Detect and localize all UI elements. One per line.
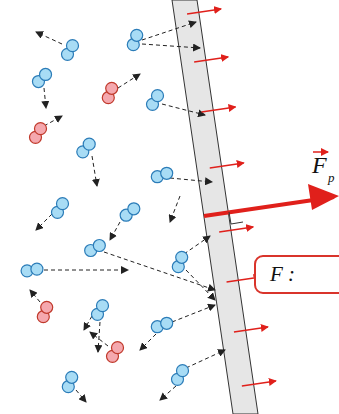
atom — [67, 40, 79, 52]
wall-force-arrow — [219, 227, 253, 232]
resultant-force-head — [308, 184, 339, 210]
force-subscript: p — [328, 171, 335, 184]
atom — [40, 68, 52, 80]
force-symbol: F — [312, 153, 327, 177]
velocity-arrow — [84, 316, 92, 330]
velocity-arrow — [162, 104, 205, 115]
atom — [112, 342, 124, 354]
atom — [41, 301, 53, 313]
velocity-arrow — [98, 322, 100, 352]
wall-force-arrows — [187, 9, 276, 386]
wall-force-arrow — [202, 107, 236, 112]
atom — [131, 29, 143, 41]
wall-force-arrow — [194, 57, 228, 62]
velocity-arrow — [186, 270, 215, 300]
velocity-arrow — [36, 214, 52, 230]
atom — [161, 167, 173, 179]
formula-box: F : — [254, 255, 339, 294]
velocity-arrow — [92, 156, 97, 186]
atom — [106, 82, 118, 94]
velocity-arrow — [172, 305, 215, 322]
atom — [128, 203, 140, 215]
velocity-arrow — [90, 332, 108, 346]
atom — [97, 300, 109, 312]
formula-text: F : — [270, 262, 295, 287]
wall-force-arrow — [242, 381, 276, 386]
velocity-arrow — [36, 32, 62, 44]
velocity-arrow — [76, 390, 86, 402]
velocity-arrow — [44, 88, 46, 108]
wall-force-arrow — [234, 327, 268, 332]
velocity-arrow — [170, 178, 212, 182]
velocity-arrow — [184, 236, 210, 254]
velocity-arrow — [44, 270, 128, 271]
velocity-arrow — [44, 116, 62, 126]
atom — [161, 317, 173, 329]
atom — [93, 240, 105, 252]
velocity-arrow — [160, 386, 176, 400]
atom — [31, 263, 43, 275]
atom — [35, 123, 47, 135]
velocity-arrow — [170, 196, 180, 222]
atom — [83, 138, 95, 150]
wall-force-arrow — [187, 9, 221, 14]
velocity-arrow — [140, 334, 156, 350]
atom — [57, 198, 69, 210]
velocity-arrow — [142, 22, 196, 40]
molecules — [21, 22, 225, 402]
velocity-arrow — [110, 222, 120, 240]
velocity-arrow — [104, 252, 215, 290]
wall-force-arrow — [210, 163, 244, 168]
wall — [172, 0, 258, 414]
velocity-arrow — [142, 44, 200, 48]
atom — [66, 371, 78, 383]
atom — [176, 251, 188, 263]
velocity-arrow — [186, 350, 225, 368]
velocity-arrow — [118, 74, 140, 88]
right-angle-mark — [229, 212, 243, 224]
atom — [177, 365, 189, 377]
velocity-arrow — [30, 290, 40, 302]
atom — [152, 90, 164, 102]
